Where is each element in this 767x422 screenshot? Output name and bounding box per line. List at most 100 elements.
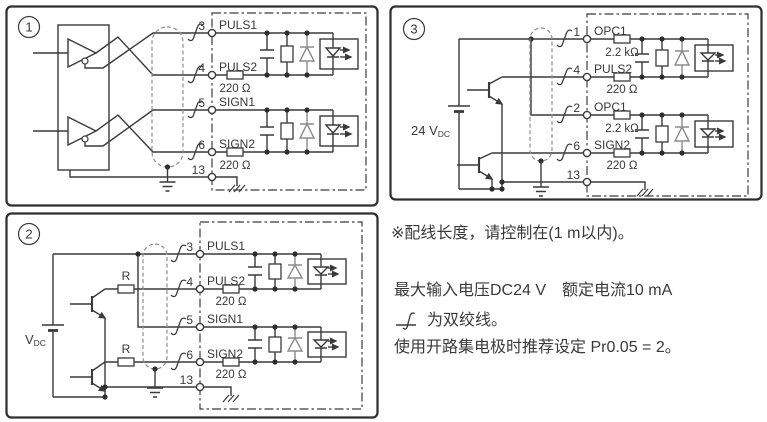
resistor-value-label: 2.2 kΩ <box>605 47 639 59</box>
chassis-ground-icon <box>215 176 246 193</box>
wire-puls1 <box>84 32 209 69</box>
pin-name: OPC1 <box>594 24 627 38</box>
pin-name: OPC1 <box>594 100 627 114</box>
pin-number: 4 <box>186 275 193 289</box>
resistor-value-label: 220 Ω <box>216 296 247 308</box>
note-open-collector: 使用开路集电极时推荐设定 Pr0.05 = 2。 <box>394 339 681 356</box>
pin-terminal <box>195 322 205 332</box>
pin-terminal <box>195 382 205 392</box>
note-max-input: 最大输入电压DC24 V 额定电流10 mA <box>394 282 673 299</box>
npn-transistor-icon <box>70 288 107 319</box>
resistor-icon <box>613 110 631 120</box>
pin-name: SIGN2 <box>207 347 243 361</box>
wire-ground <box>69 170 209 178</box>
resistor-icon <box>222 284 240 294</box>
pin-terminal <box>582 110 592 120</box>
pin-number: 3 <box>198 19 205 33</box>
pin-name: PULS2 <box>594 62 632 76</box>
resistor-value-label: 2.2 kΩ <box>605 123 639 135</box>
pin-name: SIGN1 <box>219 95 255 109</box>
pin-number: 6 <box>198 138 205 152</box>
battery-icon <box>448 39 470 189</box>
cable-shield-icon <box>529 27 553 162</box>
supply-voltage-label: VDC <box>25 332 46 348</box>
circuit-3-number-badge: 3 <box>402 17 426 41</box>
resistor-value-label: 220 Ω <box>607 160 638 172</box>
circuit-1-number-badge: 1 <box>17 15 41 39</box>
wire-sign2 <box>95 114 209 153</box>
chassis-ground-icon <box>203 386 240 403</box>
resistor-value-label: 220 Ω <box>220 83 251 95</box>
circuit-2-diagram: 2 VDC R R <box>5 212 379 419</box>
pin-terminal <box>195 357 205 367</box>
pin-name: PULS2 <box>219 60 257 74</box>
pin-number: 13 <box>180 373 194 387</box>
pin-name: SIGN2 <box>219 137 255 151</box>
pin-terminal <box>582 177 592 187</box>
pin-terminal <box>582 72 592 82</box>
npn-transistor-icon <box>467 76 504 105</box>
resistor-icon <box>222 357 240 367</box>
wire-opc1-b <box>530 39 584 116</box>
pin-number: 5 <box>186 313 193 327</box>
circuit-3-number: 3 <box>410 22 417 37</box>
note-twisted-pair-label: 为双绞线。 <box>427 312 508 329</box>
circuit-2-border <box>5 212 379 419</box>
npn-transistor-icon <box>70 361 107 392</box>
pin-terminal <box>207 28 217 38</box>
earth-ground-icon <box>159 181 176 192</box>
circuit-3-border <box>389 5 763 201</box>
pin-terminal <box>207 172 217 182</box>
resistor-icon <box>117 357 135 367</box>
pin-terminal <box>195 249 205 259</box>
pin-name: SIGN1 <box>207 312 243 326</box>
pin-name: PULS2 <box>207 274 245 288</box>
circuit-1-diagram: 1 220 Ω 220 Ω <box>5 5 379 207</box>
pin-terminal <box>582 34 592 44</box>
resistor-icon <box>226 70 244 80</box>
resistor-icon <box>613 34 631 44</box>
line-driver-icon <box>33 24 110 171</box>
circuit-2-number-badge: 2 <box>17 222 41 246</box>
pin-number: 3 <box>186 240 193 254</box>
pin-terminal <box>195 284 205 294</box>
circuit-3-diagram: 3 24 VDC <box>389 5 763 201</box>
resistor-value-label: 220 Ω <box>216 369 247 381</box>
pin-terminal <box>207 105 217 115</box>
resistor-icon <box>613 72 631 82</box>
drive-side-boundary <box>586 13 749 197</box>
pin-number: 4 <box>198 61 205 75</box>
resistor-icon <box>226 147 244 157</box>
earth-ground-icon <box>147 387 163 398</box>
resistor-value-label: 220 Ω <box>220 160 251 172</box>
pin-name: PULS1 <box>219 18 257 32</box>
pin-number: 4 <box>573 63 580 77</box>
cable-shield-icon <box>151 26 184 168</box>
cable-shield-icon <box>142 243 168 370</box>
pin-number: 13 <box>192 163 206 177</box>
pin-terminal <box>207 70 217 80</box>
circuit-2-number: 2 <box>25 227 32 242</box>
pin-number: 6 <box>573 139 580 153</box>
pin-name: SIGN2 <box>594 138 630 152</box>
pin-number: 6 <box>186 348 193 362</box>
note-twisted-pair: 为双绞线。 <box>394 306 507 330</box>
resistor-icon <box>117 284 135 294</box>
wire-sign1 <box>137 254 197 328</box>
circuit-1-border <box>5 5 379 207</box>
pin-number: 2 <box>573 101 580 115</box>
series-resistor-label: R <box>122 269 131 283</box>
circuit-1-number: 1 <box>25 20 32 35</box>
earth-ground-icon <box>533 186 549 197</box>
chassis-ground-icon <box>590 181 654 197</box>
pin-terminal <box>582 148 592 158</box>
pin-name: PULS1 <box>207 239 245 253</box>
drive-side-boundary <box>211 12 367 191</box>
pin-number: 13 <box>567 168 581 182</box>
note-wiring-length: ※配线长度，请控制在(1 m以内)。 <box>391 225 634 242</box>
pin-number: 1 <box>573 25 580 39</box>
npn-transistor-icon <box>457 152 494 180</box>
pin-terminal <box>207 147 217 157</box>
twisted-pair-icon <box>396 312 416 330</box>
